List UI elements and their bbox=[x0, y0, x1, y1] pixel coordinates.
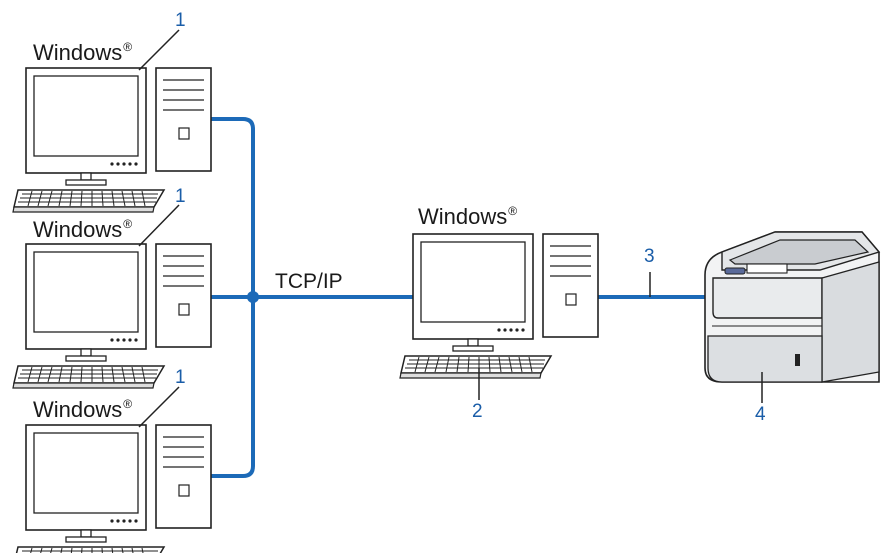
client-computer-3 bbox=[12, 424, 212, 553]
client-callout-2: 1 bbox=[175, 186, 186, 207]
callout-leaders bbox=[138, 29, 763, 428]
client-os-text-3: Windows bbox=[33, 397, 123, 422]
client-callout-3: 1 bbox=[175, 367, 186, 388]
trademark-mark-2: ® bbox=[123, 217, 133, 231]
trademark-mark-server: ® bbox=[508, 204, 518, 218]
link-callout: 3 bbox=[644, 246, 655, 267]
trademark-mark-1: ® bbox=[123, 40, 133, 54]
client-os-label-1: Windows® bbox=[33, 40, 132, 66]
client-os-text-1: Windows bbox=[33, 40, 123, 65]
client-os-label-2: Windows® bbox=[33, 217, 132, 243]
protocol-label: TCP/IP bbox=[275, 270, 343, 293]
client-callout-1: 1 bbox=[175, 10, 186, 31]
printer-callout: 4 bbox=[755, 404, 766, 425]
network-junction bbox=[247, 291, 259, 303]
server-os-text: Windows bbox=[418, 204, 508, 229]
client-os-text-2: Windows bbox=[33, 217, 123, 242]
server-callout: 2 bbox=[472, 401, 483, 422]
server-os-label: Windows® bbox=[418, 204, 517, 230]
server-computer bbox=[399, 233, 599, 379]
client-os-label-3: Windows® bbox=[33, 397, 132, 423]
trademark-mark-3: ® bbox=[123, 397, 133, 411]
printer-icon bbox=[704, 231, 881, 383]
